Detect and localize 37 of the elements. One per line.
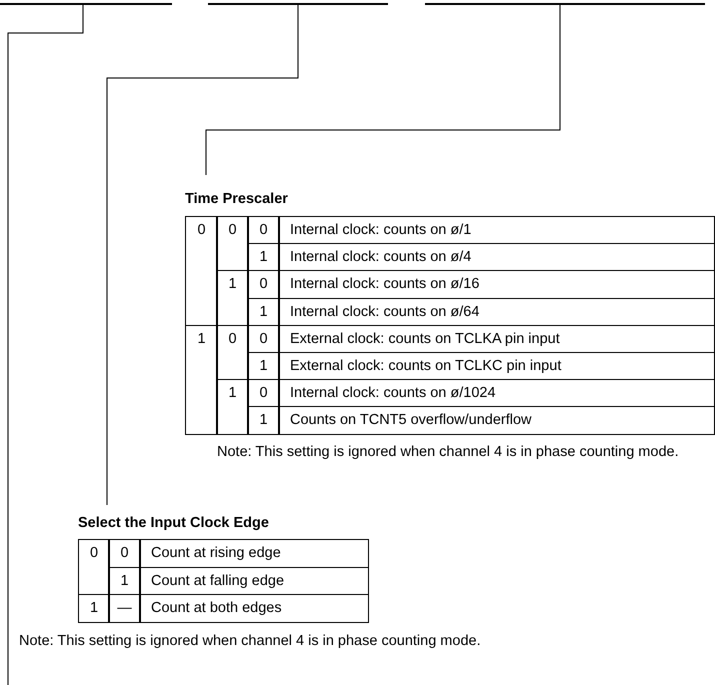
table-heading: Time Prescaler — [185, 190, 288, 208]
leader-line — [106, 4, 298, 506]
table-cell: 1 — [216, 379, 249, 435]
table-cell: 0 — [185, 216, 218, 326]
table-cell: 1 — [247, 352, 280, 380]
table-cell: 0 — [78, 539, 110, 596]
table-cell: Internal clock: counts on ø/1 — [278, 216, 715, 244]
table-cell: 1 — [108, 566, 141, 596]
table-cell: 0 — [108, 539, 141, 568]
table-cell: External clock: counts on TCLKA pin input — [278, 324, 715, 353]
table-cell: 1 — [78, 594, 110, 624]
table-cell: 0 — [247, 270, 280, 299]
table-heading: Select the Input Clock Edge — [78, 514, 269, 532]
table-cell: — — [108, 594, 141, 624]
leader-line — [206, 4, 560, 176]
table-cell: 0 — [247, 379, 280, 408]
table-cell: 1 — [247, 298, 280, 326]
table-cell: Internal clock: counts on ø/16 — [278, 270, 715, 299]
table-cell: 0 — [216, 216, 249, 272]
table-cell: External clock: counts on TCLKC pin input — [278, 352, 715, 380]
table-cell: 0 — [247, 216, 280, 244]
table-cell: 1 — [216, 270, 249, 326]
table-cell: Count at falling edge — [139, 566, 369, 596]
note-text: Note: This setting is ignored when channel 4 is in phase counting mode. — [217, 443, 680, 462]
table-cell: Internal clock: counts on ø/4 — [278, 243, 715, 272]
table-cell: Count at both edges — [139, 594, 369, 624]
table-cell: 1 — [247, 406, 280, 435]
table-cell: 1 — [247, 243, 280, 272]
note-text: Note: This setting is ignored when channel 4 is in phase counting mode. — [19, 632, 482, 651]
table-cell: Count at rising edge — [139, 539, 369, 568]
table-cell: Counts on TCNT5 overflow/underflow — [278, 406, 715, 435]
table-cell: 1 — [185, 324, 218, 435]
table-cell: 0 — [216, 324, 249, 380]
table-cell: 0 — [247, 324, 280, 353]
leader-line — [8, 4, 84, 685]
table-cell: Internal clock: counts on ø/1024 — [278, 379, 715, 408]
table-cell: Internal clock: counts on ø/64 — [278, 298, 715, 326]
